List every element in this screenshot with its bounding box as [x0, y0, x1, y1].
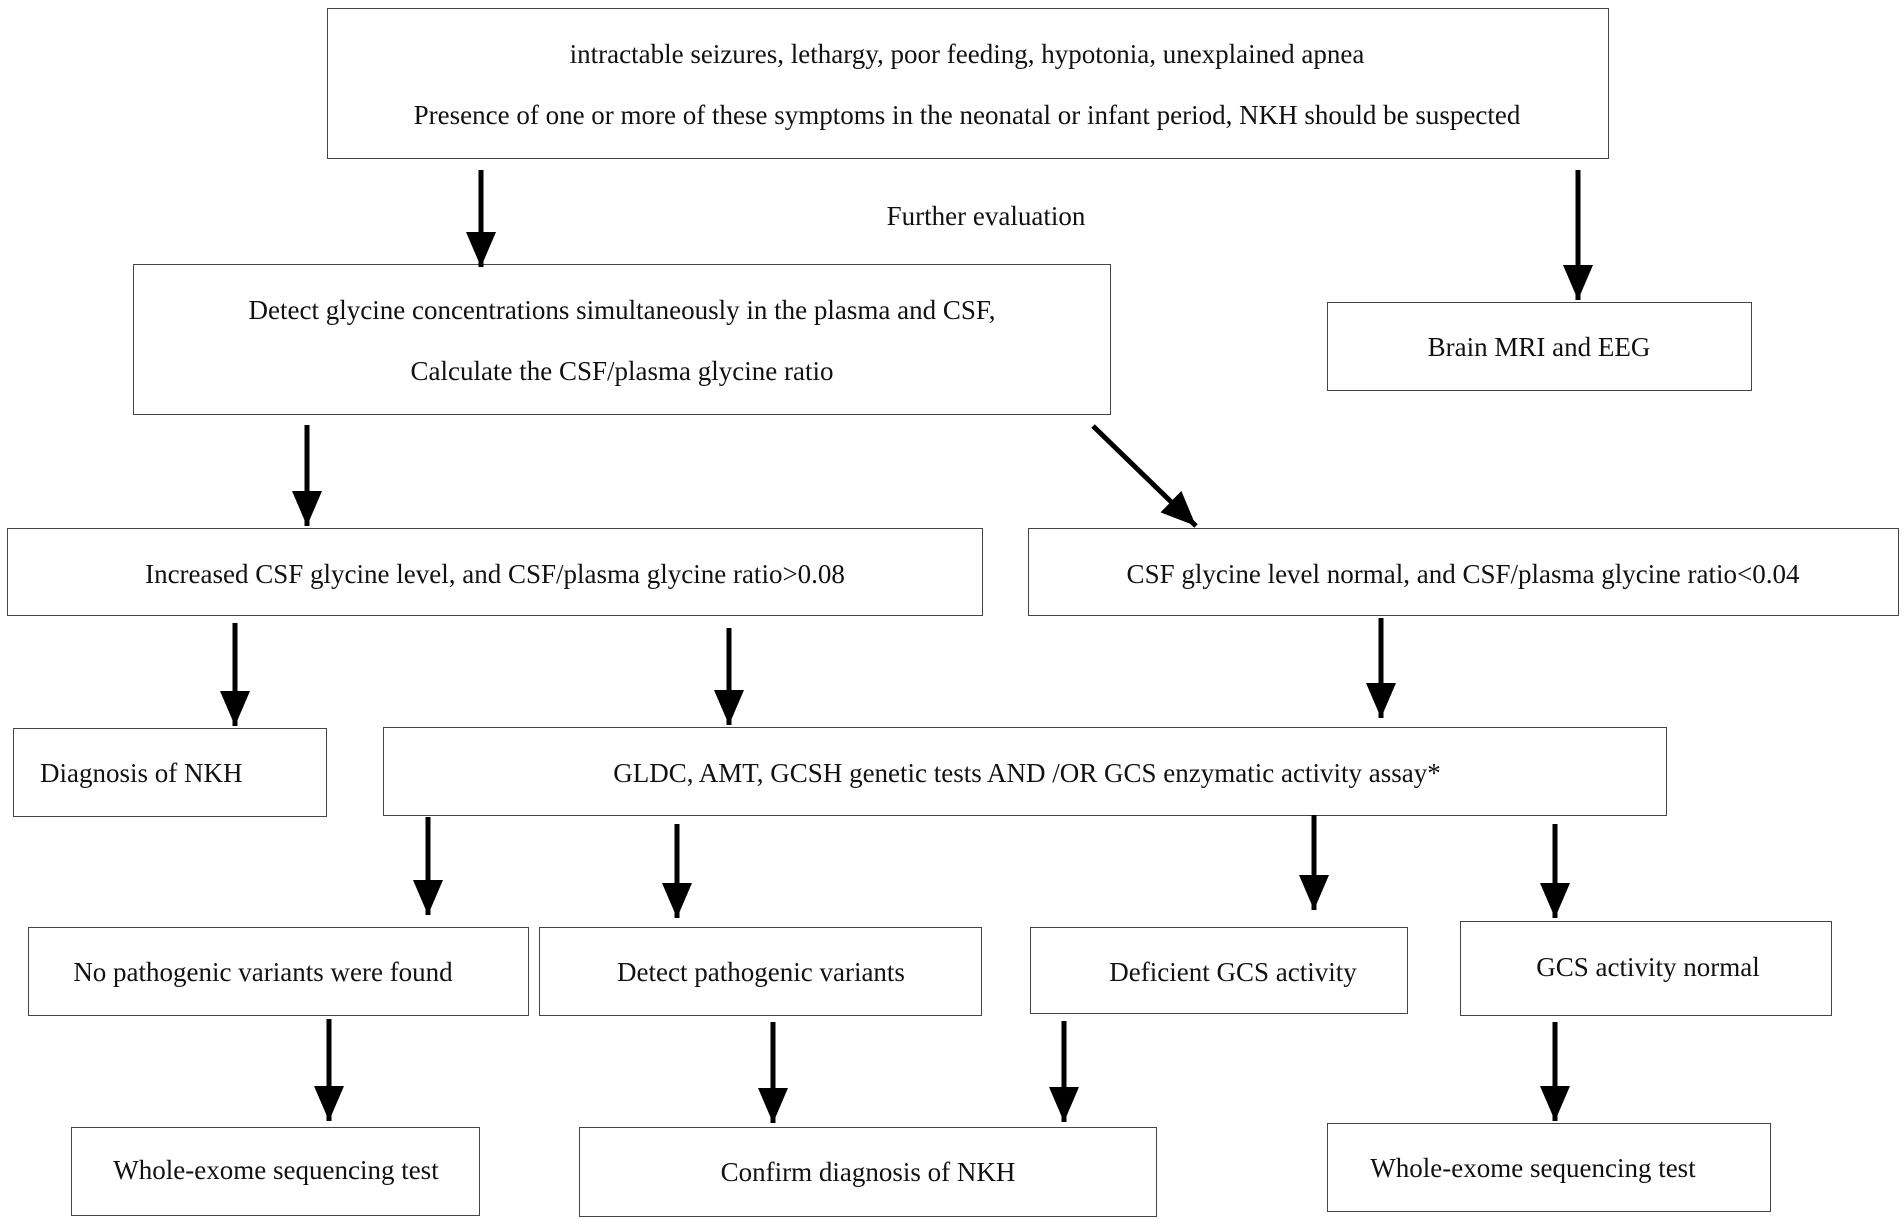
genetic-tests-text: GLDC, AMT, GCSH genetic tests AND /OR GC…: [613, 758, 1441, 788]
arrow-glycine-to-normal: [1091, 424, 1198, 528]
gcs-normal-box: [1460, 921, 1832, 1016]
further-evaluation-label: Further evaluation: [886, 201, 1086, 231]
glycine-test-box: [133, 264, 1111, 415]
no-variants-box: [28, 927, 529, 1016]
glycine-line2-text: Calculate the CSF/plasma glycine ratio: [410, 356, 834, 386]
normal-csf-box: [1028, 528, 1899, 616]
diagnosis-nkh-box: [13, 728, 327, 817]
deficient-gcs-text: Deficient GCS activity: [1109, 957, 1357, 987]
detect-variants-box: [539, 927, 982, 1016]
confirm-nkh-text: Confirm diagnosis of NKH: [720, 1157, 1016, 1187]
glycine-line1-text: Detect glycine concentrations simultaneo…: [248, 295, 996, 325]
wes-right-box: [1327, 1123, 1771, 1212]
diagnosis-nkh-text: Diagnosis of NKH: [40, 758, 243, 788]
normal-csf-text: CSF glycine level normal, and CSF/plasma…: [1126, 559, 1800, 589]
genetic-tests-box: [383, 727, 1667, 816]
increased-csf-box: [7, 528, 983, 616]
symptoms-box: [327, 8, 1609, 159]
gcs-normal-text: GCS activity normal: [1536, 952, 1760, 982]
detect-variants-text: Detect pathogenic variants: [617, 957, 905, 987]
suspicion-text: Presence of one or more of these symptom…: [413, 100, 1521, 130]
wes-right-text: Whole-exome sequencing test: [1370, 1153, 1696, 1183]
increased-csf-text: Increased CSF glycine level, and CSF/pla…: [145, 559, 845, 589]
symptoms-text: intractable seizures, lethargy, poor fee…: [569, 39, 1365, 69]
no-variants-text: No pathogenic variants were found: [73, 957, 453, 987]
wes-left-text: Whole-exome sequencing test: [113, 1155, 439, 1185]
confirm-nkh-box: [579, 1127, 1157, 1217]
deficient-gcs-box: [1030, 927, 1408, 1014]
imaging-box: [1327, 302, 1752, 391]
wes-left-box: [71, 1127, 480, 1216]
imaging-text: Brain MRI and EEG: [1427, 332, 1651, 362]
